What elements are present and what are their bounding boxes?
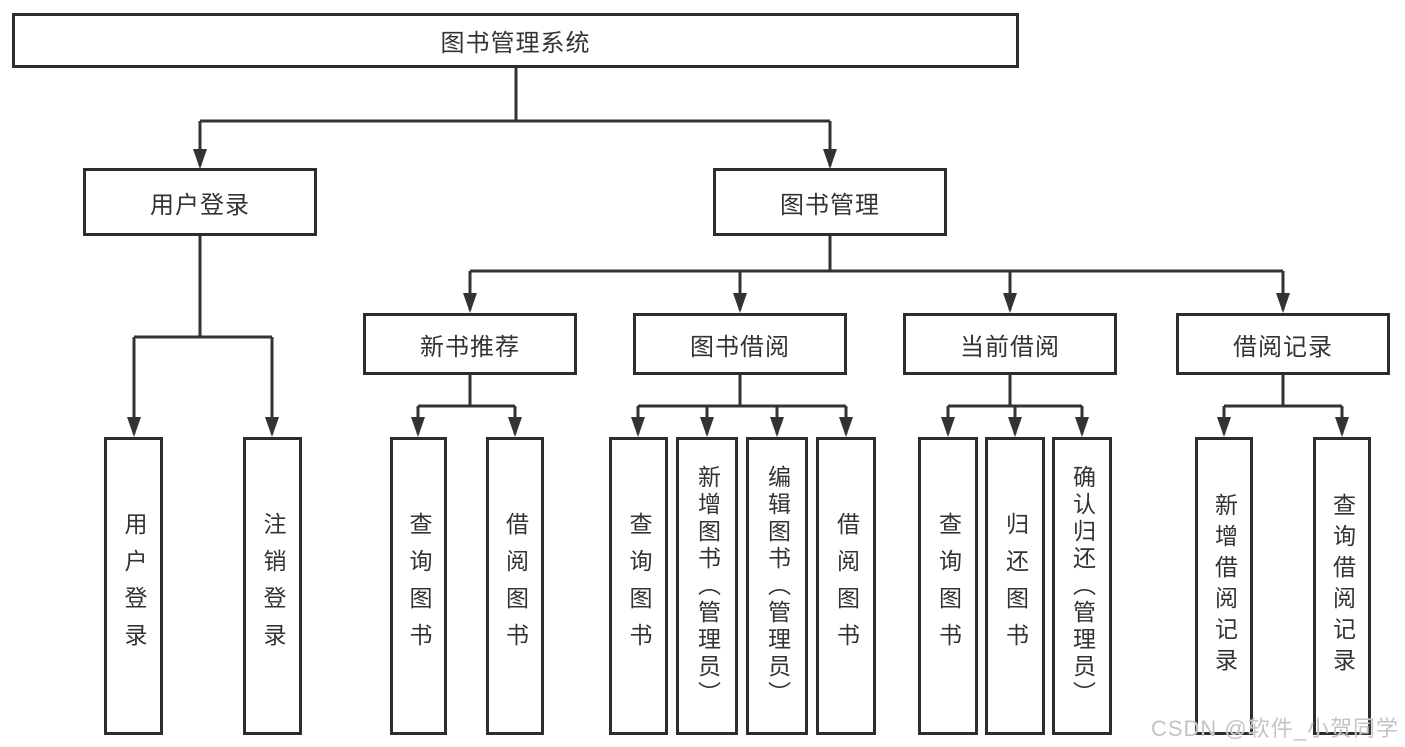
arrow-down-icon <box>941 417 955 437</box>
arrow-down-icon <box>770 417 784 437</box>
leaf-label: 用户登录 <box>121 512 147 660</box>
arrow-down-icon <box>1276 293 1290 313</box>
leaf-borrow-books-borrowing: 借阅图书 <box>816 437 876 735</box>
leaf-edit-book-admin: 编辑图书（管理员） <box>746 437 808 735</box>
connector-current-to-leaves-arrows <box>941 417 1089 437</box>
arrow-down-icon <box>1003 293 1017 313</box>
leaf-query-books-recommend: 查询图书 <box>390 437 447 735</box>
connector-path <box>636 375 848 434</box>
arrow-down-icon <box>700 417 714 437</box>
arrow-down-icon <box>411 417 425 437</box>
node-label: 图书借阅 <box>690 333 790 361</box>
connector-path <box>198 68 832 166</box>
arrow-down-icon <box>823 149 837 169</box>
connector-root-to-level2-arrows <box>193 149 837 169</box>
arrow-down-icon <box>265 417 279 437</box>
arrow-down-icon <box>127 417 141 437</box>
leaf-label: 借阅图书 <box>502 512 529 660</box>
leaf-label: 查询图书 <box>406 512 432 660</box>
leaf-label: 查询图书 <box>935 512 962 660</box>
arrow-down-icon <box>1075 417 1089 437</box>
leaf-label: 新增借阅记录 <box>1211 493 1238 679</box>
node-label: 用户登录 <box>150 191 250 219</box>
connector-path <box>132 236 274 434</box>
node-root-system: 图书管理系统 <box>12 13 1019 68</box>
leaf-logout: 注销登录 <box>243 437 302 735</box>
node-label: 借阅记录 <box>1233 333 1333 361</box>
connector-records-to-leaves <box>1222 375 1344 434</box>
node-label: 当前借阅 <box>960 333 1060 361</box>
leaf-label: 查询图书 <box>626 512 652 660</box>
leaf-label: 查询借阅记录 <box>1329 493 1356 679</box>
connector-path <box>946 375 1084 434</box>
watermark: CSDN @软件_小贺同学 <box>1150 716 1399 741</box>
arrow-down-icon <box>1335 417 1349 437</box>
node-book-borrowing: 图书借阅 <box>633 313 847 375</box>
node-book-management: 图书管理 <box>713 168 947 236</box>
arrow-down-icon <box>193 149 207 169</box>
node-label: 图书管理系统 <box>440 30 591 57</box>
arrow-down-icon <box>1008 417 1022 437</box>
connector-current-to-leaves <box>946 375 1084 434</box>
leaf-label: 注销登录 <box>260 512 286 660</box>
arrow-down-icon <box>631 417 645 437</box>
leaf-user-login: 用户登录 <box>104 437 163 735</box>
connector-new-book-to-leaves <box>416 375 517 434</box>
leaf-label: 编辑图书（管理员） <box>764 464 791 708</box>
leaf-borrow-books-recommend: 借阅图书 <box>486 437 544 735</box>
leaf-return-book: 归还图书 <box>985 437 1045 735</box>
connector-book-mgmt-to-level3-arrows <box>463 293 1290 313</box>
connector-records-to-leaves-arrows <box>1217 417 1349 437</box>
arrow-down-icon <box>1217 417 1231 437</box>
arrow-down-icon <box>463 293 477 313</box>
connector-root-to-level2 <box>198 68 832 166</box>
connector-book-mgmt-to-level3 <box>468 236 1285 310</box>
leaf-add-borrow-record: 新增借阅记录 <box>1195 437 1253 735</box>
connector-path <box>1222 375 1344 434</box>
node-label: 新书推荐 <box>420 333 520 361</box>
arrow-down-icon <box>508 417 522 437</box>
leaf-add-book-admin: 新增图书（管理员） <box>676 437 738 735</box>
connector-path <box>416 375 517 434</box>
leaf-confirm-return-admin: 确认归还（管理员） <box>1052 437 1112 735</box>
connector-borrowing-to-leaves-arrows <box>631 417 853 437</box>
node-label: 图书管理 <box>780 191 880 219</box>
connector-borrowing-to-leaves <box>636 375 848 434</box>
node-current-borrowing: 当前借阅 <box>903 313 1117 375</box>
arrow-down-icon <box>839 417 853 437</box>
leaf-query-books-borrowing: 查询图书 <box>609 437 668 735</box>
leaf-label: 确认归还（管理员） <box>1069 464 1096 708</box>
node-new-book-recommend: 新书推荐 <box>363 313 577 375</box>
connector-new-book-to-leaves-arrows <box>411 417 522 437</box>
node-user-login: 用户登录 <box>83 168 317 236</box>
connector-user-login-to-leaves-arrows <box>127 417 279 437</box>
leaf-label: 借阅图书 <box>833 512 860 660</box>
leaf-query-borrow-record: 查询借阅记录 <box>1313 437 1371 735</box>
node-borrowing-records: 借阅记录 <box>1176 313 1390 375</box>
leaf-label: 归还图书 <box>1002 512 1029 660</box>
connector-user-login-to-leaves <box>132 236 274 434</box>
leaf-label: 新增图书（管理员） <box>694 464 721 708</box>
arrow-down-icon <box>733 293 747 313</box>
leaf-query-books-current: 查询图书 <box>918 437 978 735</box>
connector-path <box>468 236 1285 310</box>
